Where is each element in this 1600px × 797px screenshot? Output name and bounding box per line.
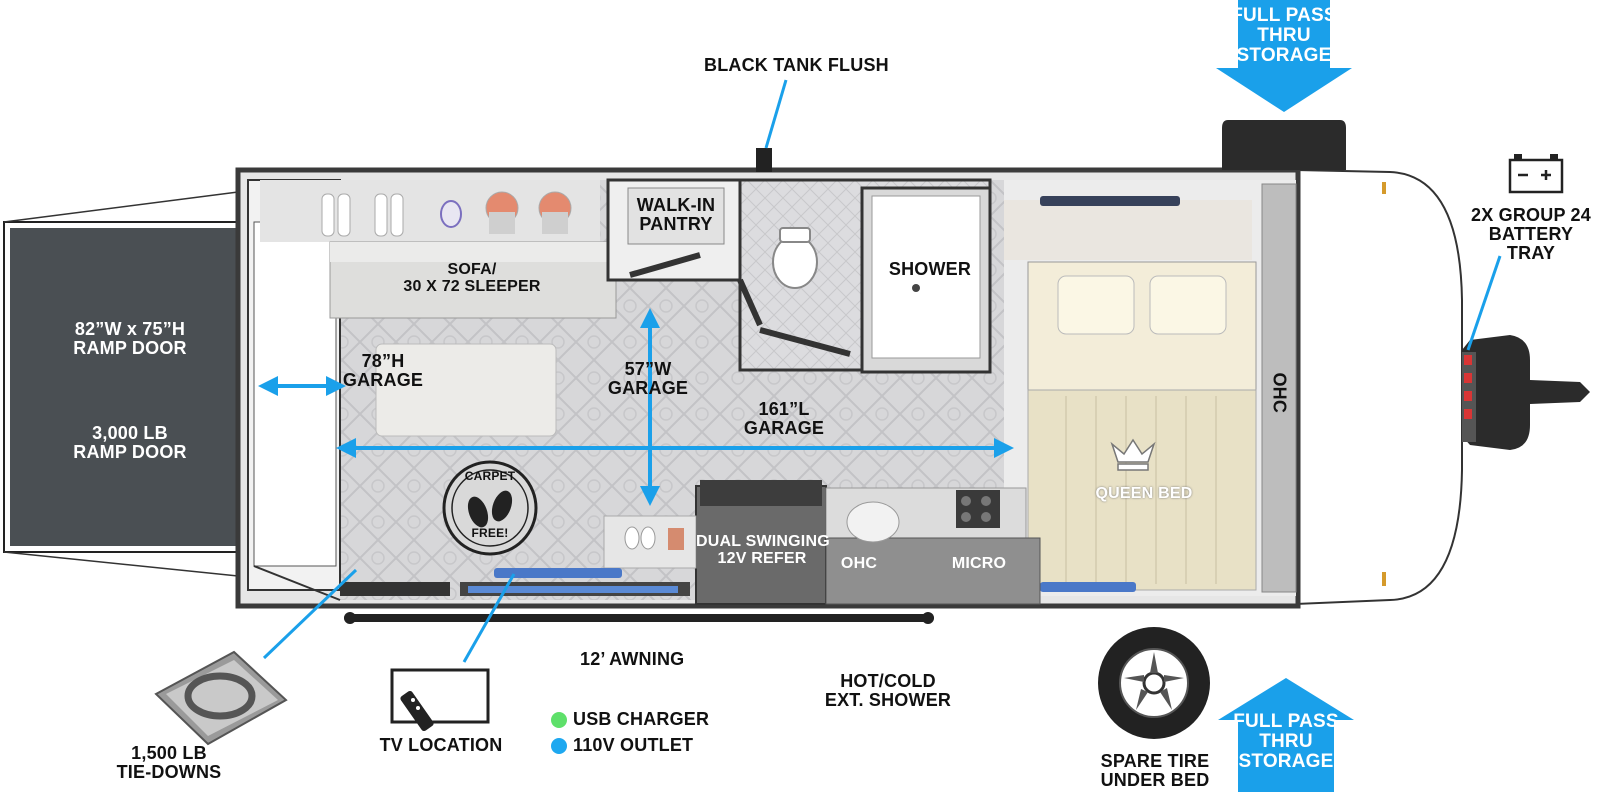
remote-icon (400, 690, 434, 732)
table (375, 343, 557, 437)
storage-items (321, 191, 572, 237)
black-tank-flush-label: BLACK TANK FLUSH (704, 55, 889, 75)
sofa-label: SOFA/30 X 72 SLEEPER (403, 261, 541, 295)
legend-outlet-label: 110V OUTLET (573, 735, 694, 755)
ohc-side-label: OHC (1269, 372, 1290, 414)
legend-usb-label: USB CHARGER (573, 709, 710, 729)
storage-compartment (1222, 120, 1346, 170)
walk-in-pantry (606, 178, 742, 282)
battery-leader (1466, 255, 1502, 351)
tv-location-label: TV LOCATION (379, 735, 503, 755)
toilet-icon (772, 227, 818, 289)
awning-label: 12’ AWNING (580, 649, 685, 669)
usb-charger-dot (551, 712, 567, 728)
micro-label: MICRO (951, 555, 1007, 572)
tire-icon (1098, 627, 1210, 739)
ohc-counter-label: OHC (840, 555, 878, 572)
ramp-door (3, 191, 245, 577)
tie-down-leader (262, 568, 358, 660)
black-tank-leader (764, 79, 788, 149)
outlet-dot (551, 738, 567, 754)
crown-icon (1110, 438, 1156, 471)
battery-icon (1508, 154, 1564, 194)
carpet-free-badge (442, 460, 538, 556)
tie-down-icon (154, 650, 288, 746)
kitchen (695, 480, 1041, 605)
tv-leader (462, 573, 516, 663)
arrow-down-icon (1216, 0, 1352, 112)
bedroom (1004, 180, 1297, 596)
awning-bar (344, 614, 934, 622)
shower-label: SHOWER (888, 259, 972, 279)
dimension-arrows (258, 308, 1014, 506)
window (494, 568, 622, 578)
arrow-up-icon (1218, 678, 1354, 792)
queen-bed-label: QUEEN BED (1095, 485, 1193, 502)
tank-flush-fitting (756, 148, 772, 172)
